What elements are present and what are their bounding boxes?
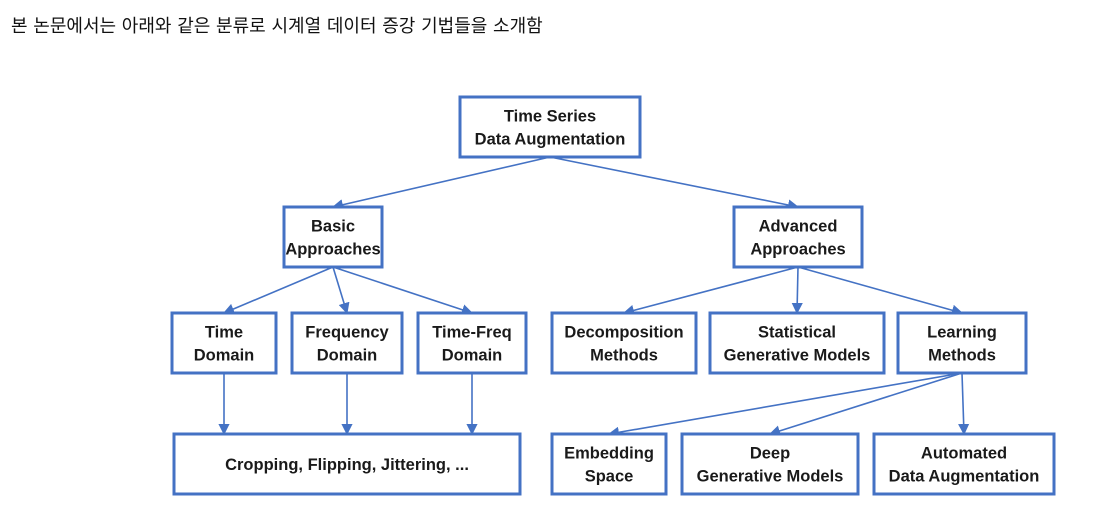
node-label-timefreq-line-0: Time-Freq xyxy=(432,324,511,342)
node-box-decomp xyxy=(550,311,698,375)
node-label-basic-line-1: Approaches xyxy=(285,241,380,259)
node-box-deepgen xyxy=(680,432,860,496)
node-box-advanced xyxy=(732,205,864,269)
edge-root-to-advanced xyxy=(549,156,800,211)
node-box-timefreq xyxy=(416,311,528,375)
node-box-basic xyxy=(282,205,384,269)
node-label-basicops-line-0: Cropping, Flipping, Jittering, ... xyxy=(225,456,469,474)
node-label-advanced-line-0: Advanced xyxy=(759,218,838,236)
node-box-embed xyxy=(550,432,668,496)
page-heading: 본 논문에서는 아래와 같은 분류로 시계열 데이터 증강 기법들을 소개함 xyxy=(11,16,543,37)
node-label-learning-line-1: Methods xyxy=(928,347,996,365)
edge-learning-to-autoaug xyxy=(958,372,970,436)
node-label-embed-line-1: Space xyxy=(585,468,634,486)
edge-root-to-basic xyxy=(331,156,551,211)
node-label-learning-line-0: Learning xyxy=(927,324,997,342)
node-label-statgen-line-1: Generative Models xyxy=(724,347,871,365)
edges-layer xyxy=(218,156,970,438)
node-label-autoaug-line-0: Automated xyxy=(921,445,1007,463)
edge-basic-to-timefreq xyxy=(332,266,474,316)
edge-advanced-to-learning xyxy=(797,266,964,316)
node-label-embed-line-0: Embedding xyxy=(564,445,654,463)
node-label-root-line-1: Data Augmentation xyxy=(475,131,626,149)
node-label-deepgen-line-0: Deep xyxy=(750,445,790,463)
edge-advanced-to-decomp xyxy=(622,266,799,316)
node-label-decomp-line-1: Methods xyxy=(590,347,658,365)
edge-advanced-to-statgen xyxy=(791,266,803,315)
node-box-learning xyxy=(896,311,1028,375)
node-label-decomp-line-0: Decomposition xyxy=(564,324,683,342)
node-label-time-line-1: Domain xyxy=(194,347,255,365)
node-box-root xyxy=(458,95,642,159)
edge-basic-to-freq xyxy=(332,266,350,315)
node-box-basicops xyxy=(172,432,522,496)
edge-learning-to-deepgen xyxy=(768,372,963,437)
node-label-time-line-0: Time xyxy=(205,324,243,342)
node-label-statgen-line-0: Statistical xyxy=(758,324,836,342)
node-label-timefreq-line-1: Domain xyxy=(442,347,503,365)
node-label-freq-line-1: Domain xyxy=(317,347,378,365)
node-label-deepgen-line-1: Generative Models xyxy=(697,468,844,486)
node-label-advanced-line-1: Approaches xyxy=(750,241,845,259)
node-basicops: Cropping, Flipping, Jittering, ... xyxy=(172,432,522,496)
node-box-autoaug xyxy=(872,432,1056,496)
edge-basic-to-time xyxy=(222,266,334,315)
node-label-autoaug-line-1: Data Augmentation xyxy=(889,468,1040,486)
node-box-time xyxy=(170,311,278,375)
node-label-freq-line-0: Frequency xyxy=(305,324,389,342)
node-box-freq xyxy=(290,311,404,375)
edge-learning-to-embed xyxy=(607,372,963,438)
node-label-basic-line-0: Basic xyxy=(311,218,355,236)
node-box-statgen xyxy=(708,311,886,375)
node-label-root-line-0: Time Series xyxy=(504,108,596,126)
